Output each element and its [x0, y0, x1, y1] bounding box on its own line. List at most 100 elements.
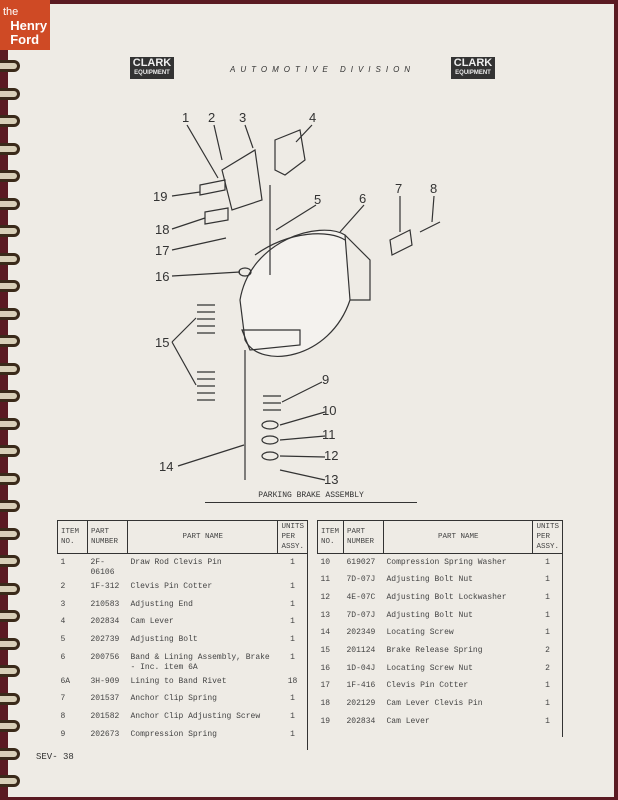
- callout-18: 18: [155, 222, 169, 237]
- binding-ring: [0, 225, 20, 237]
- header-item: ITEM NO.: [317, 520, 344, 554]
- item-number: 5: [60, 635, 66, 645]
- henry-ford-logo: the Henry Ford: [0, 0, 50, 50]
- division-title: AUTOMOTIVE DIVISION: [230, 65, 416, 74]
- units-per-assembly: 1: [532, 624, 563, 642]
- part-number: 7D-07J: [346, 575, 376, 585]
- part-name: Brake Release Spring: [386, 645, 483, 655]
- item-number: 8: [60, 712, 66, 722]
- units-per-assembly: 1: [532, 712, 563, 737]
- binding-ring: [0, 87, 20, 100]
- callout-12: 12: [324, 448, 338, 463]
- callout-15: 15: [155, 335, 169, 350]
- header-units: UNITS PER ASSY.: [277, 520, 308, 554]
- units-per-assembly: 1: [277, 578, 308, 596]
- callout-13: 13: [324, 472, 338, 487]
- item-number: 1: [60, 558, 66, 567]
- part-name: Anchor Clip Adjusting Screw: [130, 712, 261, 722]
- binding-ring: [0, 390, 20, 402]
- item-number: 19: [320, 716, 331, 726]
- part-number: 202673: [90, 729, 120, 739]
- callout-19: 19: [153, 189, 167, 204]
- part-name: Clevis Pin Cotter: [386, 681, 469, 691]
- part-name: Adjusting Bolt Nut: [386, 575, 473, 585]
- header-item: ITEM NO.: [57, 520, 88, 554]
- item-number: 15: [320, 645, 331, 655]
- item-number: 3: [60, 599, 66, 609]
- binding-ring: [0, 692, 20, 705]
- part-number: 201124: [346, 645, 376, 655]
- units-per-assembly: 2: [532, 641, 563, 660]
- binding-ring: [0, 417, 20, 430]
- part-name: Locating Screw: [386, 628, 454, 638]
- callout-14: 14: [159, 459, 173, 474]
- part-name: Adjusting Bolt Lockwasher: [386, 592, 507, 602]
- header-part-number: PART NUMBER: [343, 520, 384, 554]
- part-name: Lining to Band Rivet: [130, 676, 227, 686]
- item-number: 16: [320, 663, 331, 673]
- callout-16: 16: [155, 269, 169, 284]
- part-number: 4E-07C: [346, 592, 376, 602]
- callout-17: 17: [155, 243, 169, 258]
- part-number: 201537: [90, 694, 120, 704]
- part-number: 202349: [346, 628, 376, 638]
- callout-10: 10: [322, 403, 336, 418]
- binding-ring: [0, 720, 20, 732]
- binding-ring: [0, 170, 20, 182]
- callout-8: 8: [430, 181, 437, 196]
- units-per-assembly: 1: [277, 631, 308, 649]
- units-per-assembly: 1: [532, 571, 563, 589]
- part-name: Adjusting End: [130, 599, 193, 609]
- binding-ring: [0, 142, 20, 155]
- parts-table-left: ITEM NO. PART NUMBER PART NAME UNITS PER…: [57, 520, 308, 750]
- units-per-assembly: 2: [532, 659, 563, 678]
- diagram-caption: PARKING BRAKE ASSEMBLY: [205, 491, 417, 503]
- part-name: Compression Spring Washer: [386, 558, 507, 567]
- part-number: 200756: [90, 652, 120, 662]
- part-number: 7D-07J: [346, 610, 376, 620]
- part-name: Draw Rod Clevis Pin: [130, 558, 222, 567]
- units-per-assembly: 1: [277, 613, 308, 632]
- callout-4: 4: [309, 110, 316, 125]
- part-number: 1F-416: [346, 681, 376, 691]
- part-name: Cam Lever Clevis Pin: [386, 699, 483, 708]
- part-number: 202129: [346, 699, 376, 708]
- binding-ring: [0, 747, 20, 760]
- part-name: Clevis Pin Cotter: [130, 582, 213, 591]
- units-per-assembly: 18: [277, 672, 308, 691]
- units-per-assembly: 1: [532, 588, 563, 607]
- table-row: 15 201124 Brake Release Spring 2: [318, 641, 563, 660]
- page-number: SEV- 38: [36, 752, 74, 762]
- binding-ring: [0, 500, 20, 512]
- callout-7: 7: [395, 181, 402, 196]
- units-per-assembly: 1: [277, 648, 308, 673]
- part-name: Locating Screw Nut: [386, 663, 473, 673]
- part-name: Compression Spring: [130, 729, 217, 739]
- binding-ring: [0, 362, 20, 375]
- units-per-assembly: 1: [277, 553, 308, 578]
- part-name: Adjusting Bolt Nut: [386, 610, 473, 620]
- catalog-page: [8, 4, 614, 797]
- units-per-assembly: 1: [532, 695, 563, 713]
- binding-ring: [0, 472, 20, 485]
- units-per-assembly: 1: [532, 677, 563, 695]
- item-number: 12: [320, 592, 331, 602]
- callout-11: 11: [322, 427, 336, 442]
- units-per-assembly: 1: [277, 690, 308, 709]
- binding-ring: [0, 445, 20, 457]
- item-number: 6: [60, 652, 66, 662]
